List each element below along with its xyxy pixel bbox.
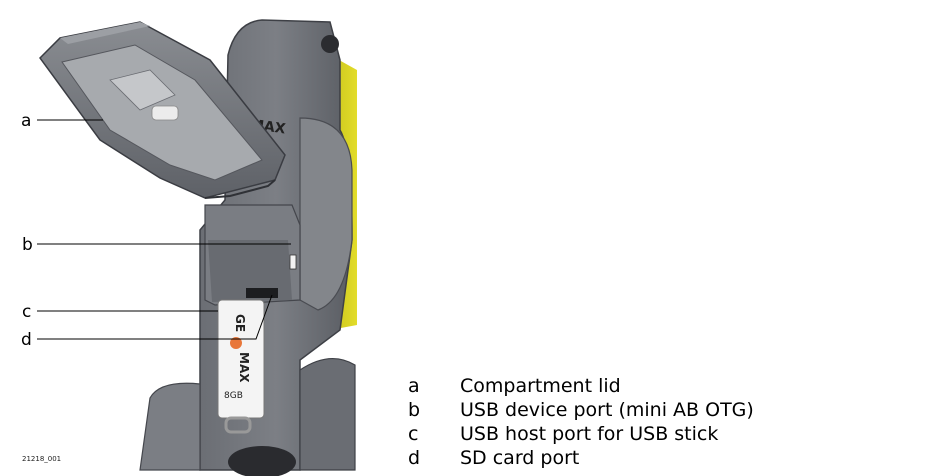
callout-letter-a: a bbox=[21, 111, 31, 131]
callout-letter-c: c bbox=[22, 302, 31, 322]
lower-knob bbox=[228, 446, 296, 476]
legend: a Compartment lid b USB device port (min… bbox=[408, 374, 754, 470]
top-knob bbox=[321, 35, 339, 53]
legend-letter: a bbox=[408, 375, 420, 397]
legend-description: Compartment lid bbox=[460, 375, 621, 397]
sd-card-slot bbox=[246, 288, 278, 298]
legend-description: USB device port (mini AB OTG) bbox=[460, 399, 754, 421]
legend-description: USB host port for USB stick bbox=[460, 423, 719, 445]
callout-letter-d: d bbox=[21, 330, 32, 350]
legend-row-c: c USB host port for USB stick bbox=[408, 422, 754, 446]
callout-line-d bbox=[37, 294, 273, 340]
stick-brand-bottom: MAX bbox=[237, 352, 251, 383]
figure-id: 21218_001 bbox=[22, 455, 61, 463]
legend-description: SD card port bbox=[460, 447, 580, 469]
usb-stick: GE MAX 8GB bbox=[217, 299, 265, 434]
usb-device-port bbox=[289, 254, 297, 270]
stick-capacity: 8GB bbox=[224, 391, 243, 401]
port-block-recess bbox=[208, 240, 292, 302]
legend-row-b: b USB device port (mini AB OTG) bbox=[408, 398, 754, 422]
compartment-lid bbox=[39, 21, 286, 199]
lower-arm-right bbox=[299, 358, 356, 471]
legend-row-a: a Compartment lid bbox=[408, 374, 754, 398]
lower-bracket bbox=[139, 382, 201, 471]
callout-letter-b: b bbox=[22, 235, 33, 255]
legend-row-d: d SD card port bbox=[408, 446, 754, 470]
legend-letter: b bbox=[408, 399, 421, 421]
side-hump bbox=[299, 117, 353, 311]
stick-brand-top: GE bbox=[233, 314, 247, 332]
legend-letter: c bbox=[408, 423, 419, 445]
stick-brand-dot bbox=[230, 337, 242, 349]
legend-letter: d bbox=[408, 447, 421, 469]
